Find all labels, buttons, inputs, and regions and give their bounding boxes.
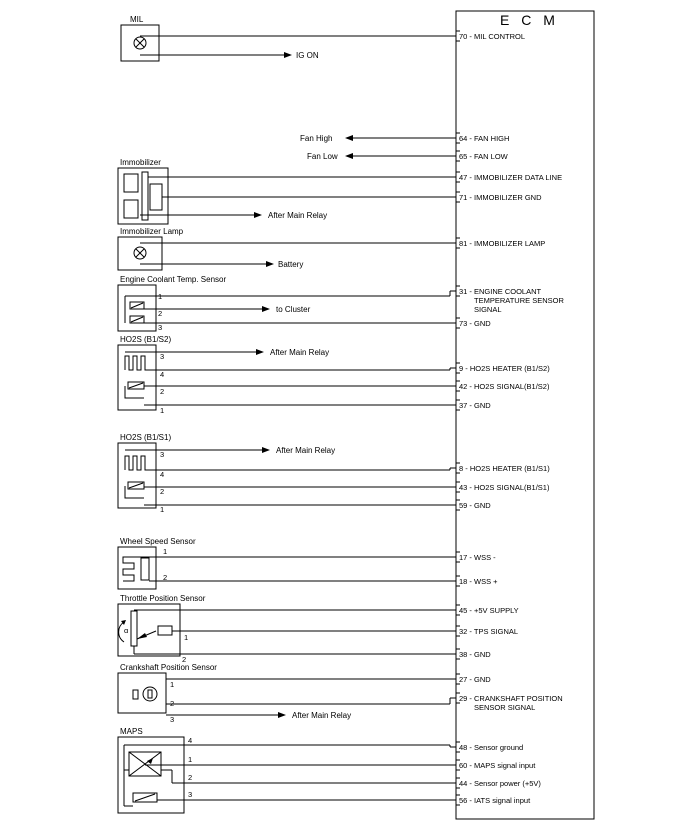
wire-number: 4 — [188, 736, 192, 745]
wire-number: 1 — [160, 406, 164, 415]
ecm-pin-45: 45 - +5V SUPPLY — [459, 606, 519, 615]
fan-high-label: Fan High — [300, 134, 332, 143]
arrow-right-icon — [266, 261, 274, 267]
arrow-left-icon — [345, 153, 353, 159]
ecm-pin-81: 81 - IMMOBILIZER LAMP — [459, 239, 545, 248]
wire-number: 2 — [170, 699, 174, 708]
wire-number: 1 — [160, 505, 164, 514]
lamp-icon — [133, 36, 147, 50]
ecm-pin-29-line2: SENSOR SIGNAL — [474, 703, 535, 712]
immobilizer-label: Immobilizer — [120, 158, 161, 167]
ecm-pin-65: 65 - FAN LOW — [459, 152, 509, 161]
after-main-relay-3-label: After Main Relay — [276, 446, 335, 455]
wire-number: 3 — [158, 323, 162, 332]
after-main-relay-4-label: After Main Relay — [292, 711, 351, 720]
immobilizer-lamp-label: Immobilizer Lamp — [120, 227, 184, 236]
ecm-pin-60: 60 - MAPS signal input — [459, 761, 536, 770]
wire-number: 1 — [170, 680, 174, 689]
map-sensor-icon — [123, 745, 173, 807]
ecm-title: E C M — [500, 12, 559, 28]
wire-number: 2 — [188, 773, 192, 782]
wire-number: 1 — [163, 547, 167, 556]
arrow-right-icon — [278, 712, 286, 718]
wire-number: 2 — [160, 487, 164, 496]
alpha-symbol: α — [124, 626, 129, 635]
after-main-relay-1-label: After Main Relay — [268, 211, 327, 220]
wire-number: 2 — [182, 655, 186, 664]
ckp-box — [117, 672, 167, 714]
ecm-pin-31-line3: SIGNAL — [474, 305, 502, 314]
ecm-pin-38: 38 - GND — [459, 650, 491, 659]
ecm-pin-37: 37 - GND — [459, 401, 491, 410]
ig-on-label: IG ON — [296, 51, 319, 60]
heater-element-icon — [124, 455, 150, 499]
thermistor-icon — [124, 296, 145, 324]
wire-number: 3 — [170, 715, 174, 724]
arrow-right-icon — [262, 306, 270, 312]
ecm-pin-27: 27 - GND — [459, 675, 491, 684]
wire-number: 3 — [188, 790, 192, 799]
wire-number: 2 — [163, 573, 167, 582]
wire-number: 1 — [158, 292, 162, 301]
ckp-label: Crankshaft Position Sensor — [120, 663, 217, 672]
ho2s-b1s2-box — [117, 344, 157, 411]
hall-sensor-icon — [132, 686, 158, 702]
wss-label: Wheel Speed Sensor — [120, 537, 196, 546]
ecm-pin-56: 56 - IATS signal input — [459, 796, 531, 805]
immobilizer-box — [117, 167, 169, 225]
ecm-pin-64: 64 - FAN HIGH — [459, 134, 509, 143]
ecm-pin-17: 17 - WSS - — [459, 553, 496, 562]
ecm-pin-31: 31 - ENGINE COOLANT — [459, 287, 542, 296]
ecm-pin-48: 48 - Sensor ground — [459, 743, 523, 752]
coil-icon — [122, 556, 150, 582]
ecm-pin-29: 29 - CRANKSHAFT POSITION — [459, 694, 563, 703]
wire-number: 4 — [160, 370, 164, 379]
ect-sensor-label: Engine Coolant Temp. Sensor — [120, 275, 226, 284]
battery-label: Battery — [278, 260, 303, 269]
arrow-right-icon — [262, 447, 270, 453]
arrow-right-icon — [256, 349, 264, 355]
wss-box — [117, 546, 157, 590]
ecm-pin-71: 71 - IMMOBILIZER GND — [459, 193, 542, 202]
arrow-right-icon — [284, 52, 292, 58]
after-main-relay-2-label: After Main Relay — [270, 348, 329, 357]
ecm-pin-32: 32 - TPS SIGNAL — [459, 627, 518, 636]
ecm-pin-18: 18 - WSS + — [459, 577, 498, 586]
lamp-icon — [133, 246, 147, 260]
ho2s-b1s1-box — [117, 442, 157, 509]
maps-label: MAPS — [120, 727, 143, 736]
ect-sensor-box — [117, 284, 157, 332]
ecm-pin-59: 59 - GND — [459, 501, 491, 510]
ho2s-b1s1-label: HO2S (B1/S1) — [120, 433, 171, 442]
fan-low-label: Fan Low — [307, 152, 338, 161]
wire-number: 1 — [188, 755, 192, 764]
wire-number: 2 — [158, 309, 162, 318]
wire-number: 2 — [160, 387, 164, 396]
heater-element-icon — [124, 355, 150, 399]
arrow-right-icon — [254, 212, 262, 218]
wire-number: 3 — [160, 450, 164, 459]
ecm-pin-31-line2: TEMPERATURE SENSOR — [474, 296, 564, 305]
to-cluster-label: to Cluster — [276, 305, 311, 314]
arrow-left-icon — [345, 135, 353, 141]
tps-box — [117, 603, 181, 657]
tps-label: Throttle Position Sensor — [120, 594, 206, 603]
wire-number: 3 — [160, 352, 164, 361]
ecm-pin-70: 70 - MIL CONTROL — [459, 32, 525, 41]
potentiometer-icon: α — [118, 609, 450, 654]
wire-number: 4 — [160, 470, 164, 479]
ecm-pin-9: 9 - HO2S HEATER (B1/S2) — [459, 364, 550, 373]
wire-number: 1 — [184, 633, 188, 642]
ecm-box — [455, 10, 595, 820]
ecm-pin-8: 8 - HO2S HEATER (B1/S1) — [459, 464, 550, 473]
ecm-pin-73: 73 - GND — [459, 319, 491, 328]
ecm-pin-47: 47 - IMMOBILIZER DATA LINE — [459, 173, 562, 182]
ecm-pin-43: 43 - HO2S SIGNAL(B1/S1) — [459, 483, 550, 492]
ho2s-b1s2-label: HO2S (B1/S2) — [120, 335, 171, 344]
mil-label: MIL — [130, 15, 144, 24]
ecm-pin-44: 44 - Sensor power (+5V) — [459, 779, 541, 788]
ecm-pin-42: 42 - HO2S SIGNAL(B1/S2) — [459, 382, 550, 391]
